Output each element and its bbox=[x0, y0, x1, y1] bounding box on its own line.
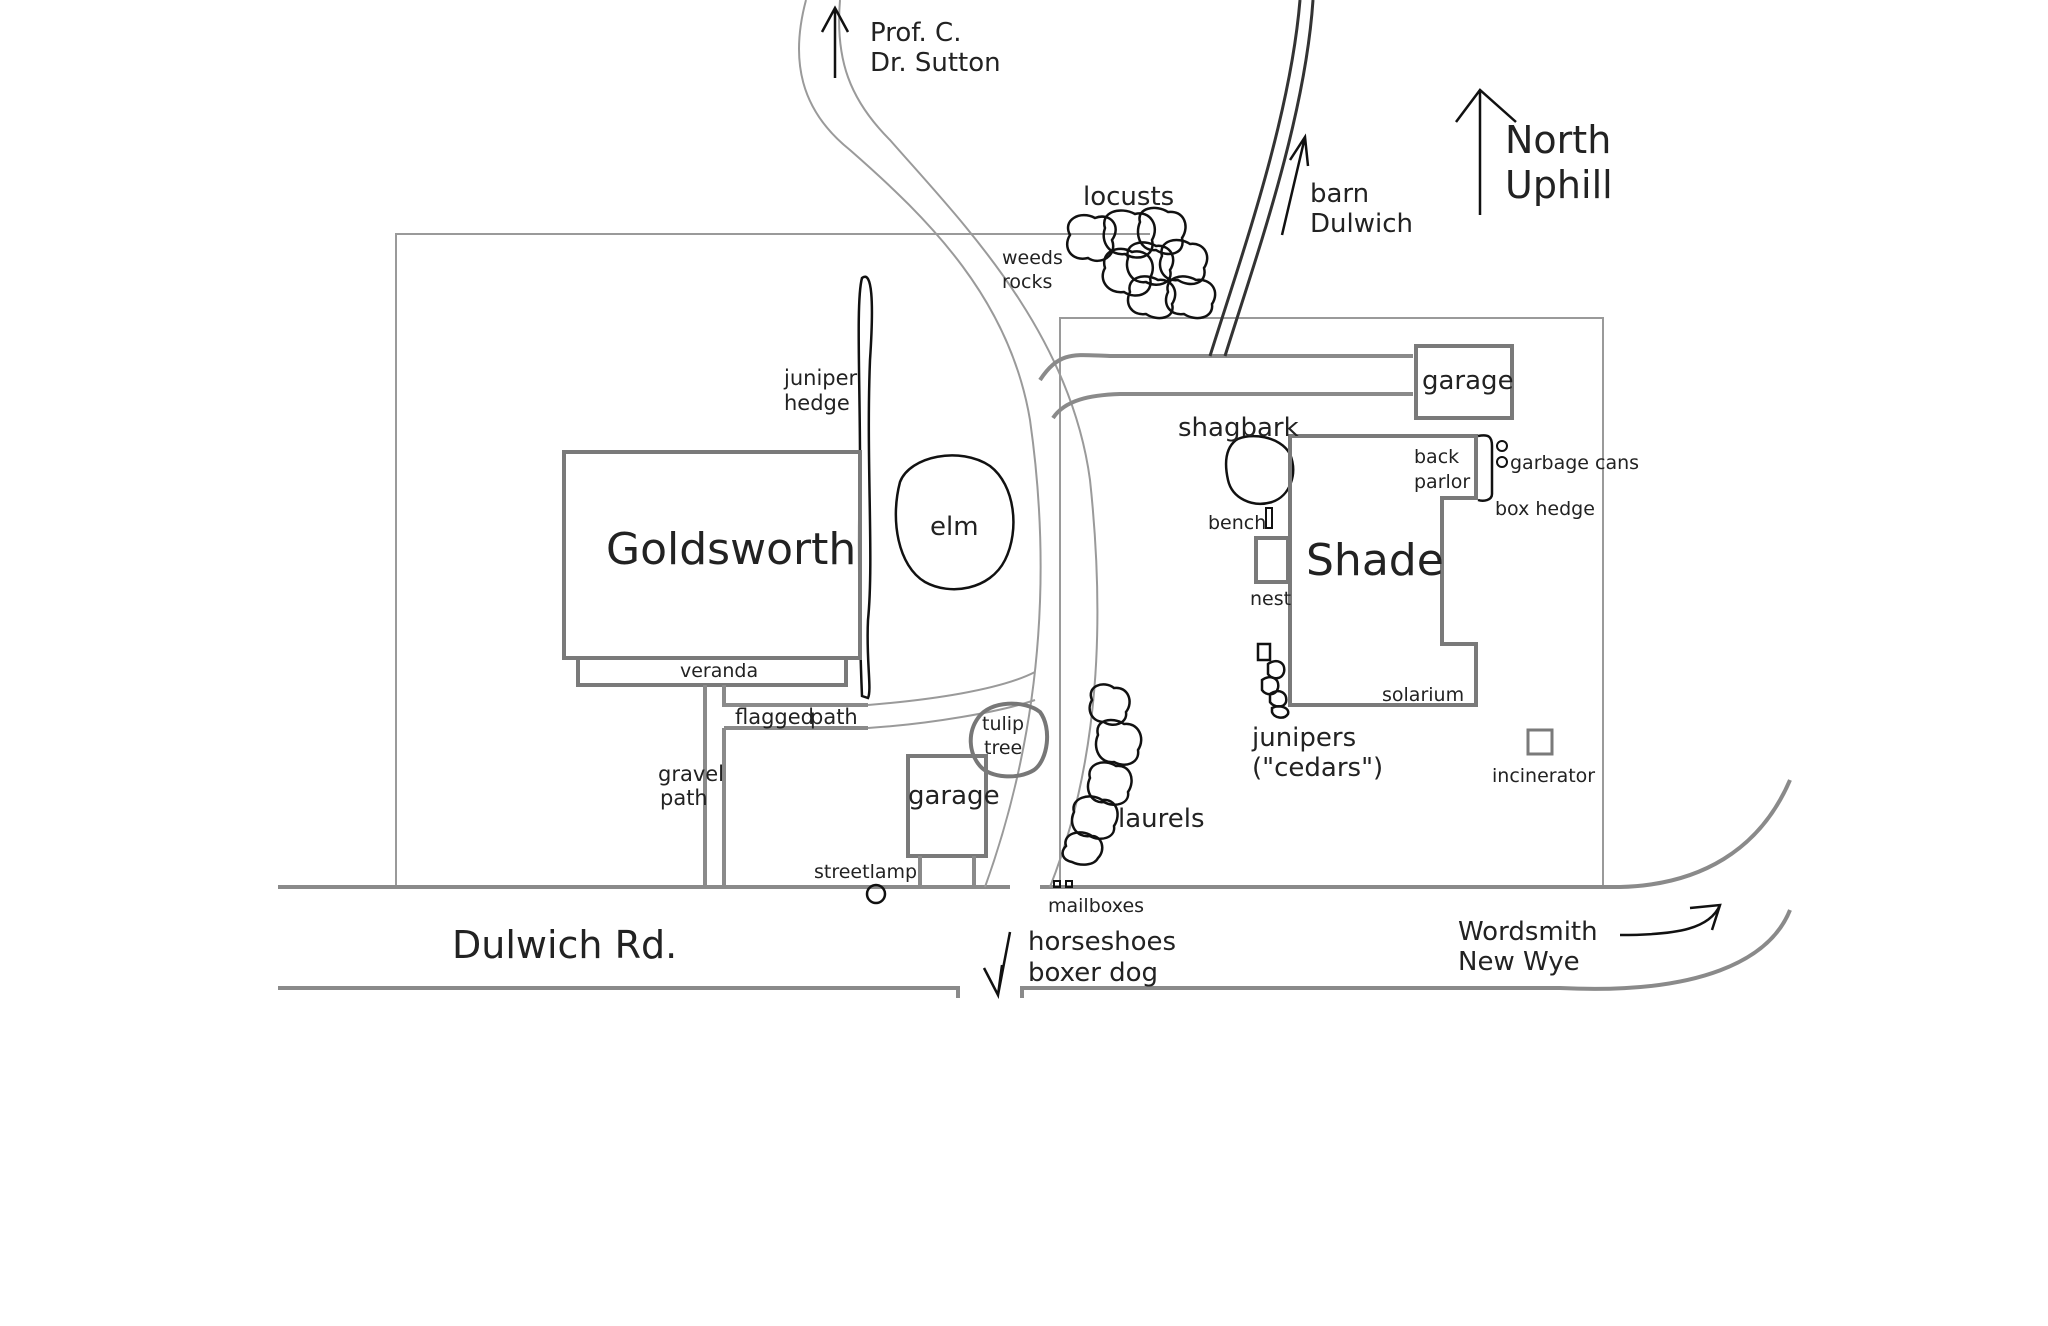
label-juniper-hedge: hedge bbox=[784, 391, 850, 415]
nest bbox=[1254, 536, 1290, 584]
streetlamp-icon bbox=[865, 883, 887, 905]
north-lane-west-edge bbox=[797, 0, 1042, 888]
arrow-horseshoes-icon bbox=[982, 931, 1012, 1000]
locust-trees bbox=[1065, 206, 1217, 320]
label-solarium: solarium bbox=[1382, 684, 1464, 706]
goldsworth-lot-boundary bbox=[395, 233, 1150, 885]
road-south-edge-east bbox=[1020, 909, 1792, 998]
arrow-wordsmith-icon bbox=[1619, 903, 1722, 937]
label-gravel-path: path bbox=[660, 786, 708, 810]
label-rocks: rocks bbox=[1002, 271, 1052, 293]
label-horseshoes: horseshoes bbox=[1028, 927, 1176, 957]
label-new-wye: New Wye bbox=[1458, 947, 1580, 977]
label-gravel: gravel bbox=[658, 762, 724, 786]
label-mailboxes: mailboxes bbox=[1048, 895, 1144, 917]
label-barn-dulwich: Dulwich bbox=[1310, 209, 1413, 239]
road-north-edge-east bbox=[1040, 779, 1792, 889]
shade-house bbox=[1288, 434, 1478, 707]
label-tulip-tree: tree bbox=[984, 737, 1022, 759]
label-nest: nest bbox=[1250, 588, 1291, 610]
driveway-north-edge bbox=[1038, 353, 1413, 382]
label-shagbark: shagbark bbox=[1178, 413, 1299, 443]
label-back: back bbox=[1414, 446, 1459, 468]
arrow-north-lane-icon bbox=[820, 5, 850, 78]
label-flagged: flagged bbox=[735, 705, 814, 729]
label-prof-c: Prof. C. bbox=[870, 18, 961, 48]
flagged-path-north bbox=[867, 671, 1036, 706]
garbage-can-icon bbox=[1496, 440, 1508, 452]
label-incinerator: incinerator bbox=[1492, 765, 1595, 787]
label-streetlamp: streetlamp bbox=[814, 861, 917, 883]
laurel-bushes bbox=[1061, 683, 1143, 866]
label-locusts: locusts bbox=[1083, 182, 1174, 212]
right-garage bbox=[1414, 344, 1514, 420]
barn-track-west bbox=[1208, 0, 1302, 357]
label-laurels: laurels bbox=[1118, 804, 1205, 834]
label-garage-left: garage bbox=[908, 781, 1000, 811]
label-flagged-path: path bbox=[810, 705, 858, 729]
bench bbox=[1265, 507, 1273, 529]
juniper-bushes bbox=[1256, 642, 1290, 719]
label-box-hedge: box hedge bbox=[1495, 498, 1595, 520]
label-uphill: Uphill bbox=[1505, 163, 1613, 207]
north-lane-east-edge bbox=[838, 0, 1099, 888]
label-parlor: parlor bbox=[1414, 471, 1470, 493]
incinerator bbox=[1526, 728, 1554, 756]
left-garage bbox=[906, 754, 988, 858]
label-barn: barn bbox=[1310, 179, 1369, 209]
label-junipers: junipers bbox=[1251, 723, 1356, 753]
arrow-barn-icon bbox=[1280, 133, 1310, 236]
road-south-edge bbox=[278, 986, 960, 998]
mailbox-icon bbox=[1065, 880, 1073, 888]
shade-lot-boundary bbox=[1059, 317, 1604, 885]
shagbark-tree bbox=[1224, 434, 1295, 505]
north-arrow-icon bbox=[1455, 88, 1517, 215]
label-garage-right: garage bbox=[1422, 366, 1514, 396]
juniper-hedge bbox=[857, 275, 874, 700]
label-wordsmith: Wordsmith bbox=[1458, 917, 1598, 947]
label-shade: Shade bbox=[1306, 535, 1444, 586]
garbage-can-icon bbox=[1496, 456, 1508, 468]
label-weeds: weeds bbox=[1002, 247, 1063, 269]
label-dr-sutton: Dr. Sutton bbox=[870, 48, 1001, 78]
label-veranda: veranda bbox=[680, 660, 758, 682]
label-cedars: ("cedars") bbox=[1252, 753, 1383, 783]
label-bench: bench bbox=[1208, 512, 1266, 534]
mailbox-icon bbox=[1053, 880, 1061, 888]
barn-track-east bbox=[1223, 0, 1315, 357]
label-juniper: juniper bbox=[783, 366, 858, 390]
label-elm: elm bbox=[930, 512, 979, 542]
flagged-path-walk bbox=[722, 685, 868, 707]
label-north: North bbox=[1505, 118, 1611, 162]
left-garage-drive bbox=[918, 856, 976, 887]
label-tulip: tulip bbox=[982, 713, 1024, 735]
label-boxer-dog: boxer dog bbox=[1028, 958, 1158, 988]
elm-tree bbox=[894, 454, 1015, 591]
label-goldsworth: Goldsworth bbox=[606, 524, 856, 575]
label-dulwich-rd: Dulwich Rd. bbox=[452, 923, 677, 967]
driveway-south-edge bbox=[1051, 392, 1413, 420]
label-garbage-cans: garbage cans bbox=[1510, 452, 1639, 474]
goldsworth-veranda bbox=[576, 656, 848, 687]
box-hedge bbox=[1477, 434, 1494, 502]
